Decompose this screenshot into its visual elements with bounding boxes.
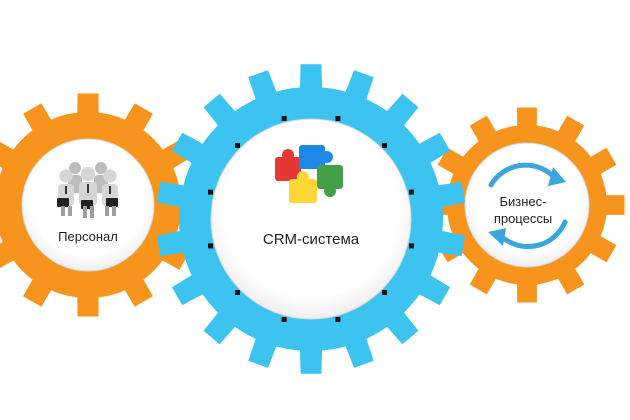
rim-dot bbox=[235, 290, 240, 295]
business-people-icon bbox=[57, 162, 118, 218]
label-business-line2: процессы bbox=[494, 211, 552, 226]
puzzle-icon bbox=[275, 145, 343, 203]
rim-dot bbox=[335, 116, 341, 121]
rim-dot bbox=[382, 290, 387, 295]
gear-tooth bbox=[156, 181, 188, 208]
gear-tooth bbox=[517, 107, 537, 130]
label-crm: CRM-система bbox=[263, 231, 360, 248]
gear-tooth bbox=[517, 280, 537, 303]
rim-dot bbox=[281, 116, 287, 121]
gear-tooth bbox=[299, 64, 323, 92]
gear-business-processes: Бизнес- процессы bbox=[429, 107, 625, 303]
gear-tooth bbox=[434, 181, 466, 208]
gear-tooth bbox=[299, 346, 323, 374]
gear-tooth bbox=[77, 292, 99, 317]
rim-dot bbox=[208, 243, 213, 249]
rim-dot bbox=[409, 189, 414, 195]
rim-dot bbox=[281, 317, 287, 322]
rim-dot bbox=[208, 189, 213, 195]
gear-personnel: Персонал bbox=[0, 93, 200, 317]
label-personnel: Персонал bbox=[58, 229, 118, 244]
rim-dot bbox=[235, 143, 240, 148]
gear-center-dots bbox=[208, 116, 414, 322]
label-business-line1: Бизнес- bbox=[500, 194, 547, 209]
gear-crm: CRM-система bbox=[156, 64, 466, 374]
gear-tooth bbox=[156, 230, 188, 257]
gear-tooth bbox=[602, 195, 625, 215]
gear-tooth bbox=[77, 93, 99, 118]
cycle-arrows-icon bbox=[488, 162, 568, 250]
gear-center-hub bbox=[210, 118, 412, 320]
rim-dot bbox=[335, 317, 341, 322]
gear-tooth bbox=[434, 230, 466, 257]
rim-dot bbox=[382, 143, 387, 148]
rim-dot bbox=[409, 243, 414, 249]
